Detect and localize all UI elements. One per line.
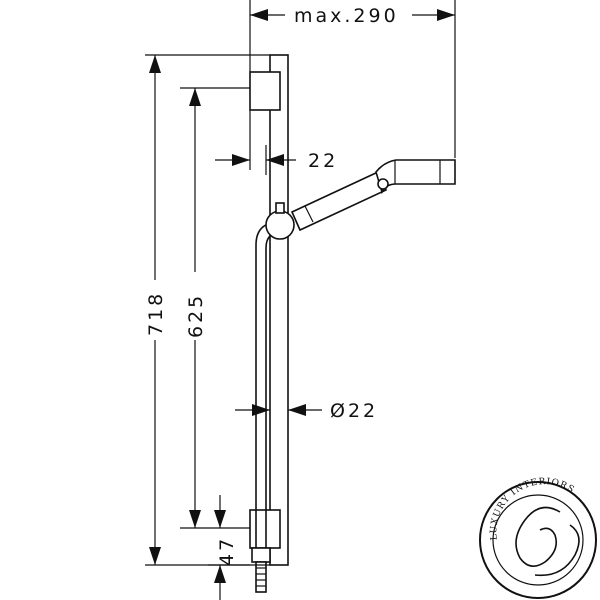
dimension-label-width: max.290 [294,5,399,27]
logo-monogram-s [515,506,561,567]
dimension-label-diameter: Ø22 [330,400,378,422]
dimension-label-47: 47 [216,536,238,566]
hand-shower [290,159,456,232]
dimension-label-22: 22 [308,150,338,172]
bottom-bracket [249,509,281,549]
dimension-rail-diameter: Ø22 [235,400,378,422]
dimension-width-max: max.290 [249,0,456,158]
luxury-interiors-logo: LUXURY INTERIORS [479,477,597,599]
wall-rail [269,54,289,566]
dimension-height-rail: 625 [180,87,250,529]
top-bracket [249,71,281,111]
dimension-label-625: 625 [185,293,207,338]
logo-monogram-curve [534,524,580,577]
dimension-height-total: 718 [145,54,270,566]
slider-holder [265,202,295,240]
dimension-bottom-offset: 47 [208,495,250,600]
dimension-rail-gap: 22 [215,110,338,175]
dimension-label-718: 718 [145,291,167,336]
